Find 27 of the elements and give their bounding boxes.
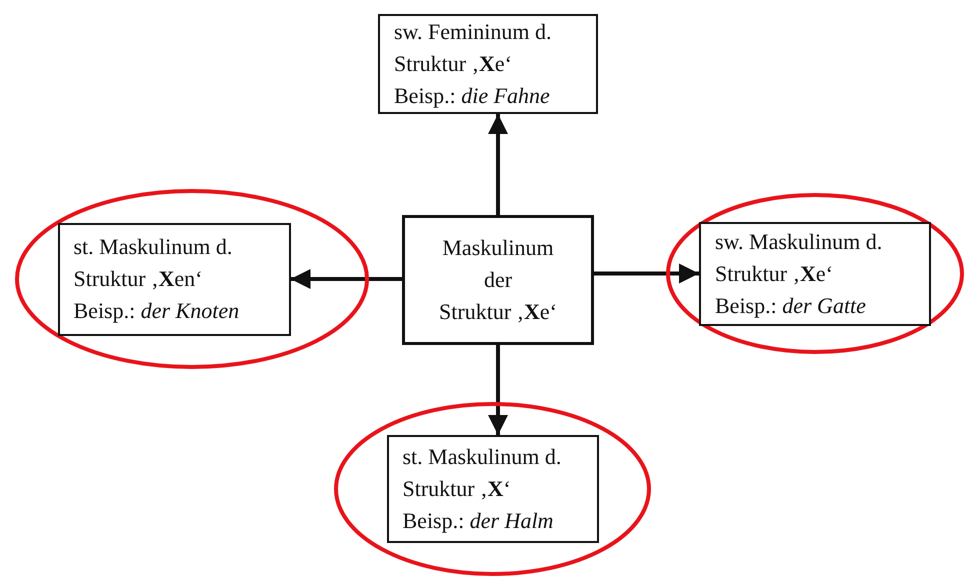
box-text: Struktur ‚Xe‘	[715, 260, 833, 288]
highlight-ellipse	[14, 188, 370, 370]
box-text: Beisp.: die Fahne	[394, 82, 550, 110]
box-text: Beisp.: der Halm	[402, 507, 554, 535]
box-text: Beisp.: der Gatte	[715, 292, 866, 320]
arrow	[488, 114, 508, 215]
arrow	[594, 264, 699, 284]
box-text: sw. Maskulinum d.	[715, 228, 882, 256]
text-box	[402, 215, 594, 345]
box-text: st. Maskulinum d.	[74, 233, 232, 261]
arrow	[290, 269, 402, 289]
box-text: der	[484, 266, 512, 294]
highlight-ellipse	[333, 401, 652, 577]
box-text: Struktur ‚Xen‘	[74, 265, 202, 293]
text-box	[58, 222, 290, 336]
box-text: Struktur ‚Xe‘	[394, 50, 512, 78]
box-text: Struktur ‚X‘	[402, 475, 511, 503]
box-text: Struktur ‚Xe‘	[439, 298, 557, 326]
box-text: Beisp.: der Knoten	[74, 297, 240, 325]
text-box	[386, 435, 598, 543]
box-text: Maskulinum	[442, 234, 554, 262]
arrow	[488, 345, 508, 435]
highlight-ellipse	[665, 192, 965, 355]
text-box	[699, 222, 931, 326]
box-text: st. Maskulinum d.	[402, 443, 562, 471]
box-text: sw. Femininum d.	[394, 18, 552, 46]
text-box	[378, 14, 598, 114]
